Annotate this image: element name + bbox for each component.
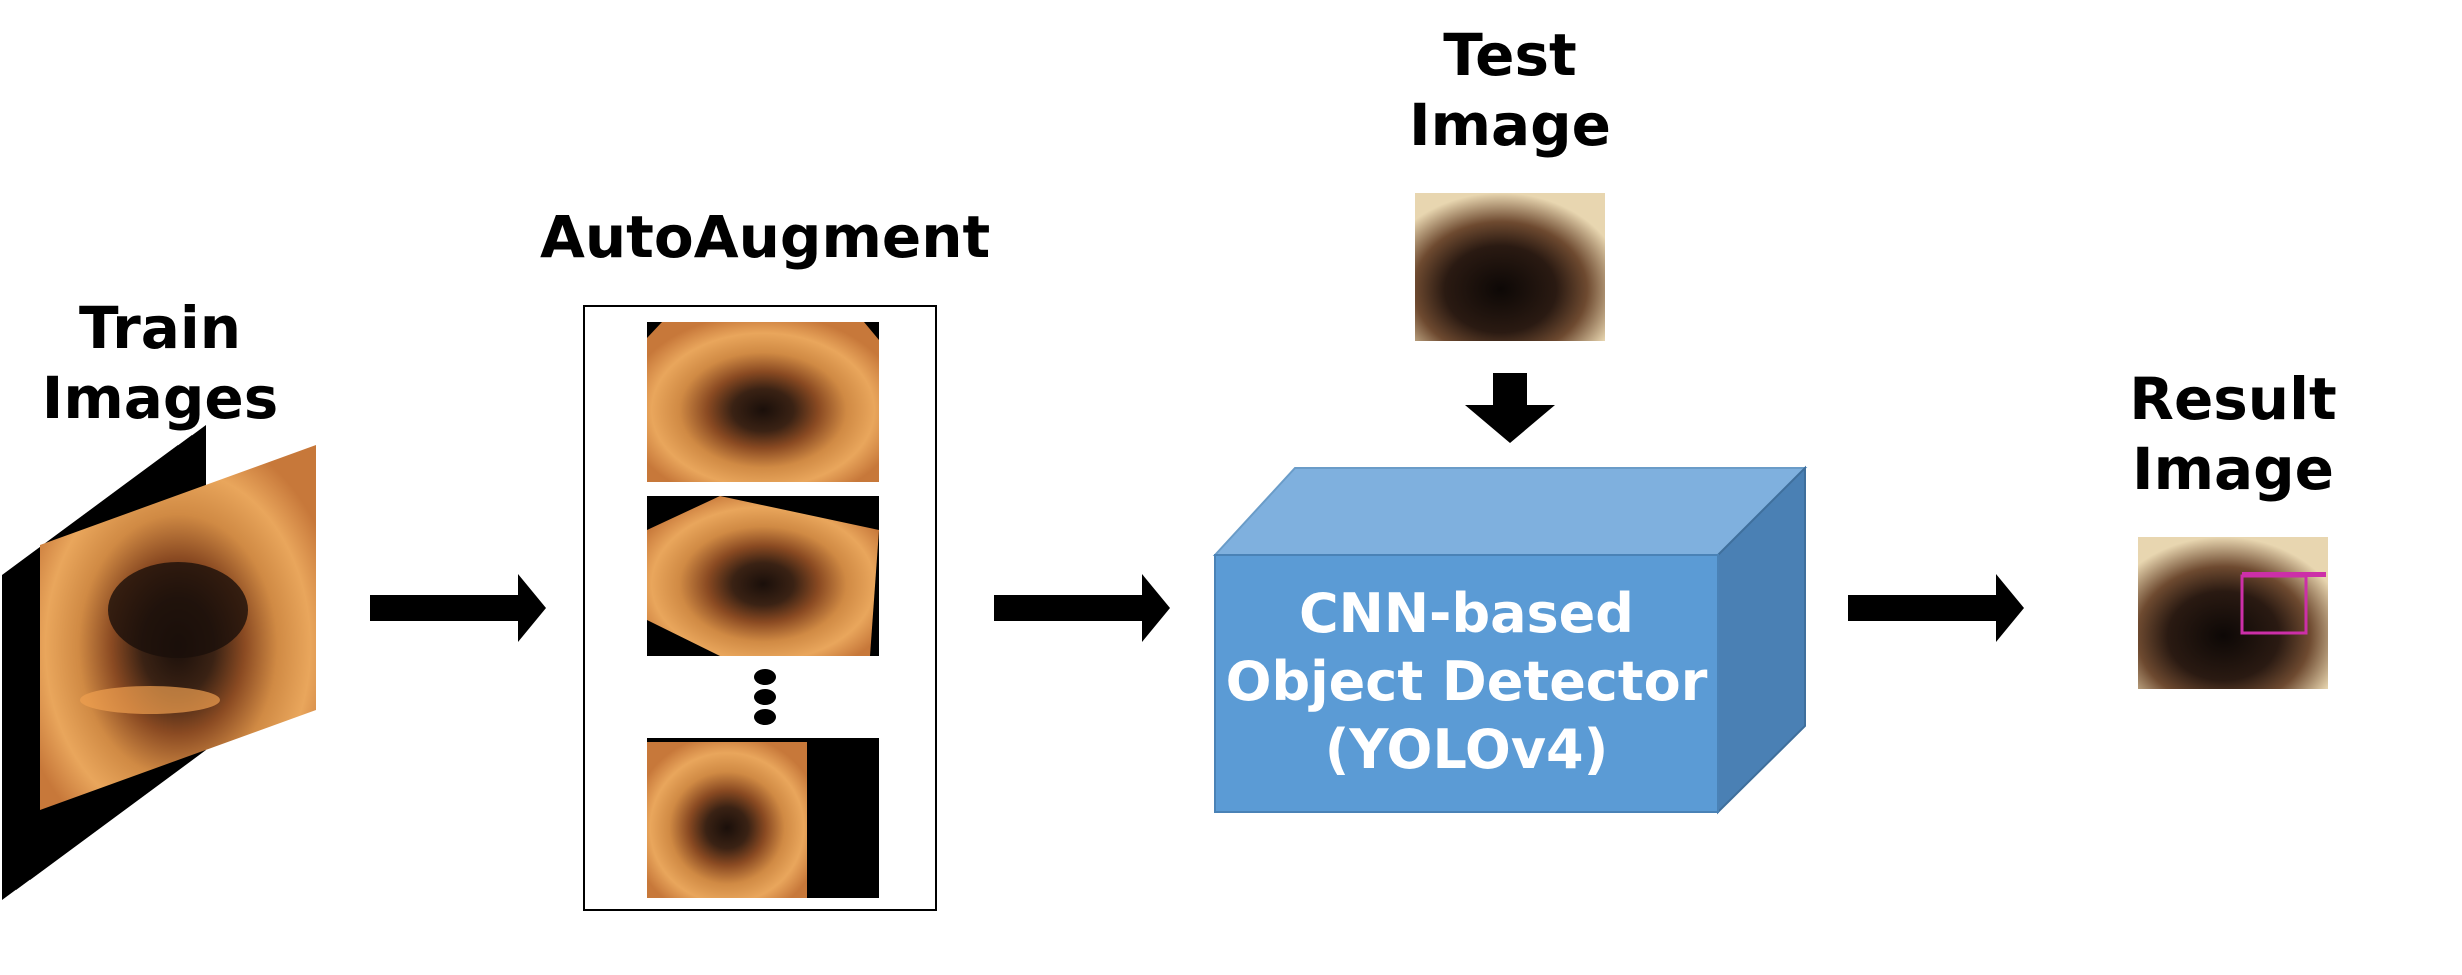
train-label-line1: Train bbox=[78, 294, 242, 362]
ellipsis-dot bbox=[754, 709, 776, 725]
arrow-test-to-detector bbox=[1465, 373, 1555, 443]
augmented-image-3 bbox=[647, 738, 879, 898]
train-images-label: Train Images bbox=[40, 293, 280, 433]
detection-label-bar bbox=[2242, 572, 2326, 577]
result-image-label: Result Image bbox=[2113, 364, 2353, 504]
autoaugment-label-text: AutoAugment bbox=[540, 203, 991, 271]
result-image bbox=[2138, 537, 2328, 689]
ellipsis-dot bbox=[754, 689, 776, 705]
result-label-line1: Result bbox=[2129, 365, 2337, 433]
test-image bbox=[1415, 193, 1605, 341]
train-label-line2: Images bbox=[41, 364, 279, 432]
augmented-image-2 bbox=[647, 496, 879, 656]
arrow-detector-to-result bbox=[1848, 574, 2024, 642]
detector-line2: Object Detector bbox=[1225, 650, 1708, 713]
result-label-line2: Image bbox=[2131, 435, 2334, 503]
ellipsis-dot bbox=[754, 669, 776, 685]
detector-line3: (YOLOv4) bbox=[1324, 718, 1609, 781]
test-image-label: Test Image bbox=[1390, 20, 1630, 160]
train-images-stack bbox=[2, 425, 316, 900]
autoaugment-label: AutoAugment bbox=[540, 202, 991, 272]
detector-box-top bbox=[1212, 467, 1808, 556]
test-label-line2: Image bbox=[1408, 91, 1611, 159]
arrow-augment-to-detector bbox=[994, 574, 1170, 642]
detector-box-front bbox=[1214, 554, 1719, 813]
arrow-train-to-augment bbox=[370, 574, 546, 642]
detector-line1: CNN-based bbox=[1299, 582, 1634, 645]
test-label-line1: Test bbox=[1443, 21, 1577, 89]
detector-label: CNN-based Object Detector (YOLOv4) bbox=[1215, 580, 1718, 784]
augmented-image-1 bbox=[647, 322, 879, 482]
